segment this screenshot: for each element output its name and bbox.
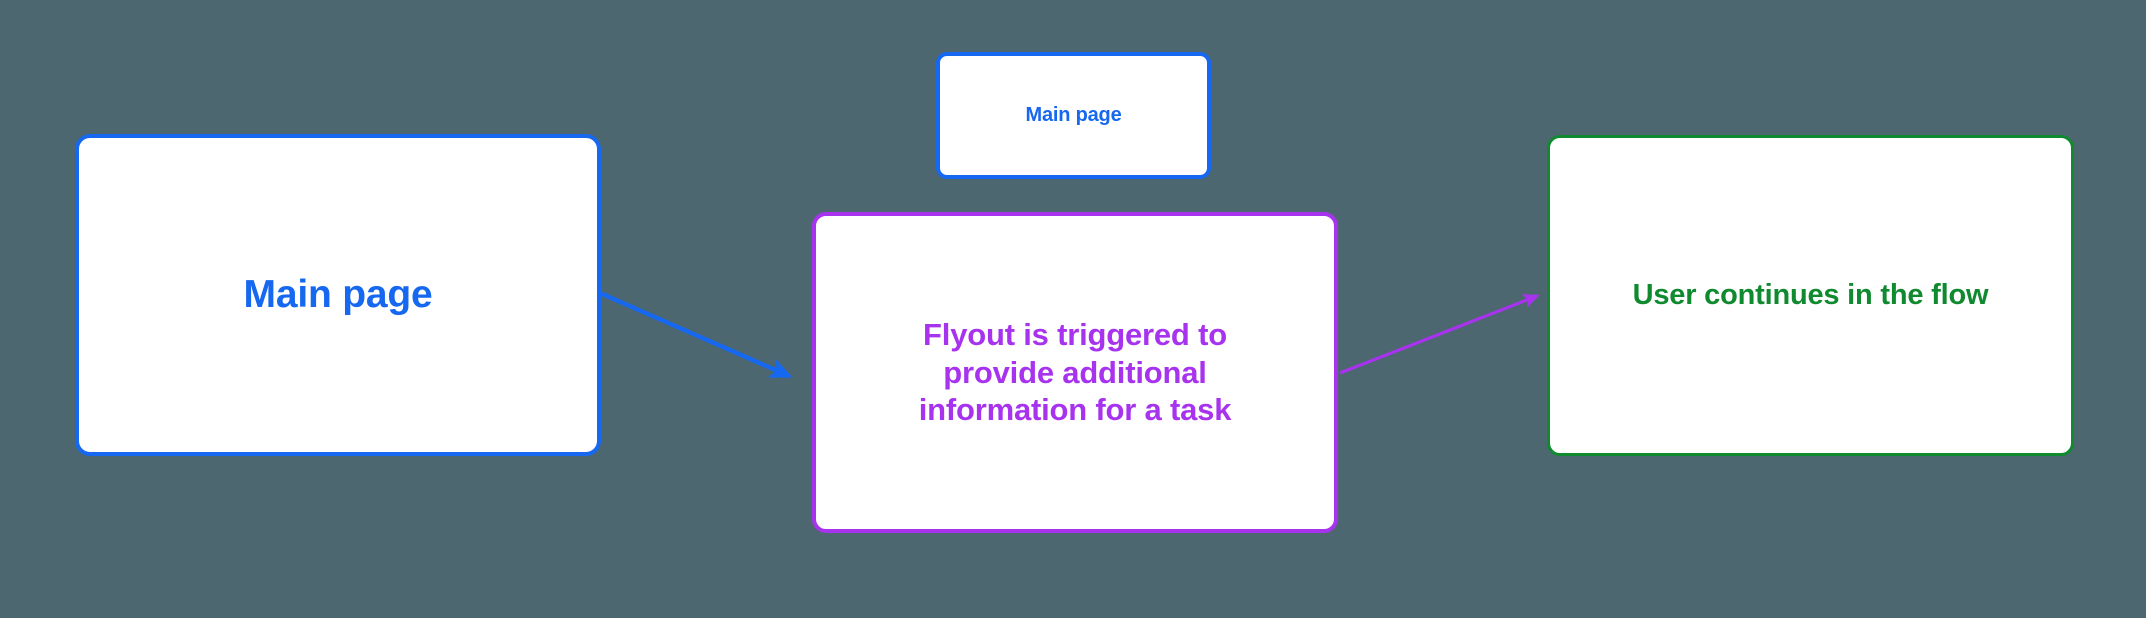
node-flyout[interactable]: Flyout is triggered to provide additiona… (812, 212, 1338, 533)
node-user-continues[interactable]: User continues in the flow (1547, 135, 2074, 456)
node-main-page-small[interactable]: Main page (936, 52, 1211, 179)
connector-flyout-to-user-continues (1339, 294, 1540, 375)
connector-main-page-to-flyout (599, 290, 793, 379)
node-main-page-small-label: Main page (1025, 103, 1122, 126)
node-flyout-label: Flyout is triggered to provide additiona… (918, 316, 1232, 428)
node-user-continues-label: User continues in the flow (1632, 279, 1989, 312)
node-main-page-large[interactable]: Main page (75, 134, 601, 456)
node-main-page-large-label: Main page (243, 272, 433, 316)
